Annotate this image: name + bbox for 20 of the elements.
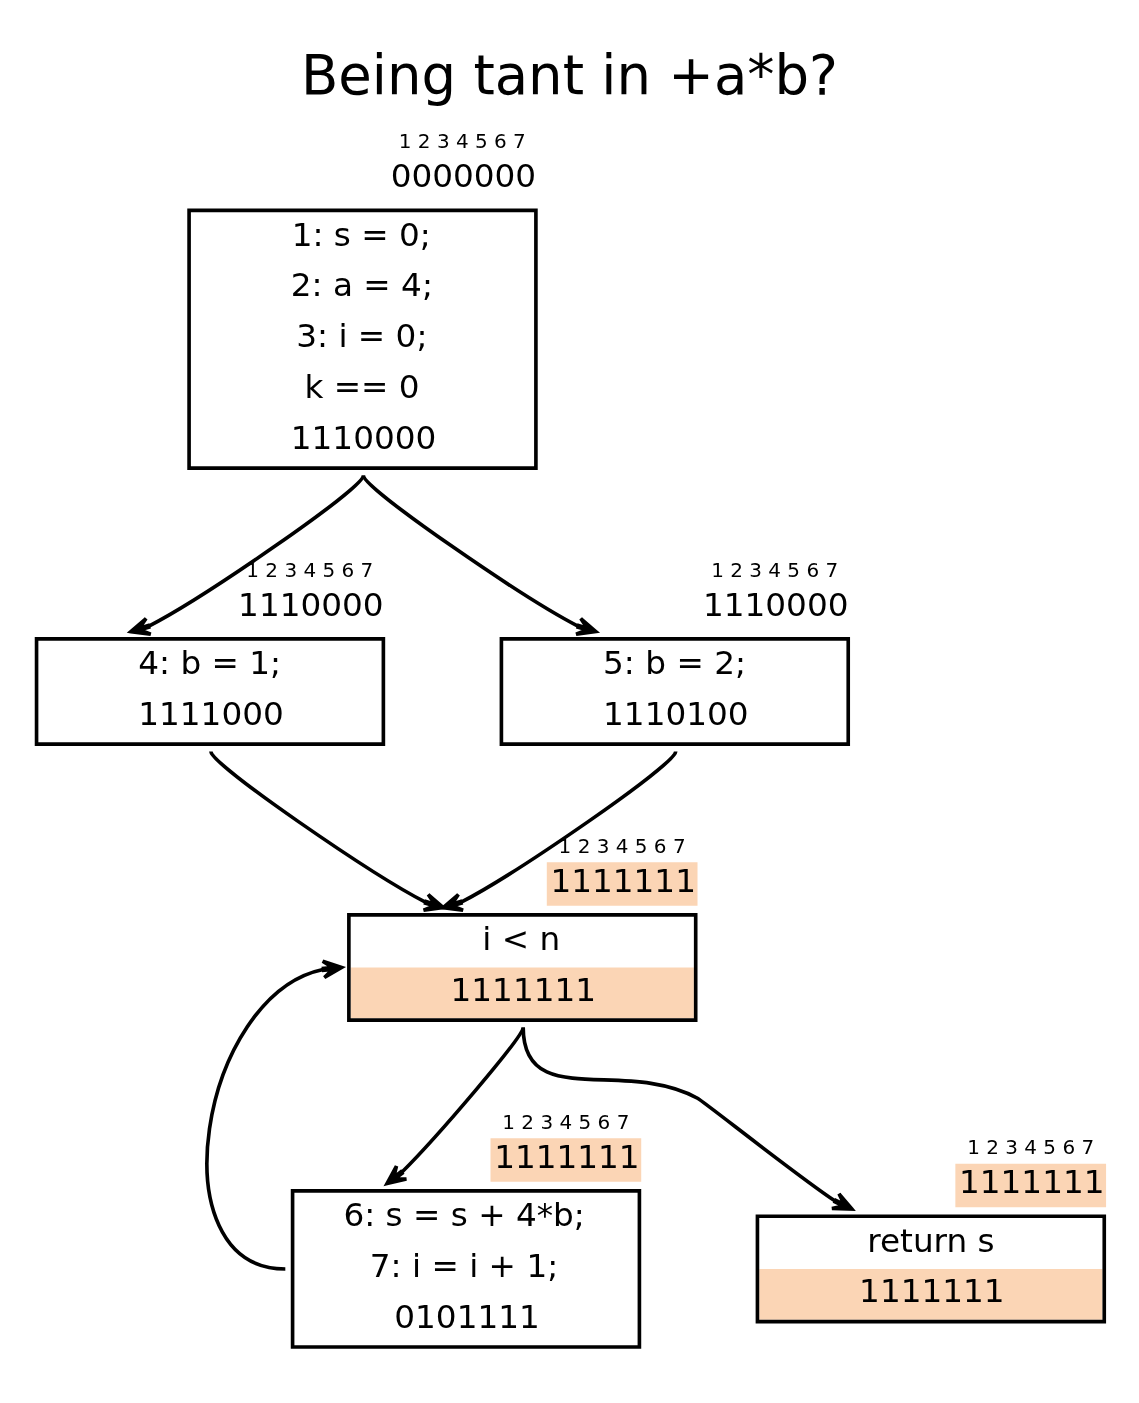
node-box: 5: b = 2; 1110100 (499, 637, 851, 746)
arrow (205, 959, 344, 1271)
node-label: 1110000 (702, 585, 849, 624)
node-label: 1110000 (238, 585, 384, 624)
arrow (209, 750, 446, 913)
node-label: 1111111 (958, 1163, 1105, 1202)
arrow (361, 474, 598, 637)
arrow (521, 1027, 854, 1211)
node-label: 1 2 3 4 5 6 7 (398, 129, 526, 154)
node-label: 0000000 (390, 157, 537, 196)
node-box: 1: s = 0; 2: a = 4; 3: i = 0; k == 0 1110000 (187, 208, 538, 470)
arrow (129, 474, 365, 637)
node-label: 1111111 (494, 1137, 640, 1176)
node-box: 4: b = 1; 1111000 (34, 637, 386, 746)
node-label: 1 2 3 4 5 6 7 (711, 557, 839, 582)
node-label: 1 2 3 4 5 6 7 (502, 1109, 630, 1134)
node-label: 1111111 (550, 861, 696, 900)
diagram-title: Being tant in +a*b? (300, 43, 839, 108)
arrow (441, 750, 678, 913)
node-label: 1 2 3 4 5 6 7 (967, 1135, 1095, 1160)
